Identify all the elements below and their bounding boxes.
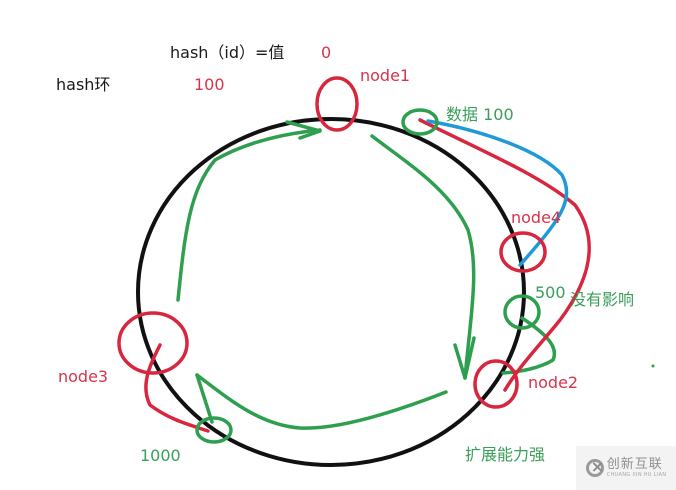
node4-marker — [499, 231, 547, 273]
node3-marker — [117, 311, 189, 375]
data-1000-marker — [195, 416, 233, 444]
node2-marker — [473, 359, 519, 409]
data-500-marker — [503, 294, 541, 330]
node4-label: node4 — [511, 208, 562, 227]
ring-title: hash环 — [56, 75, 111, 94]
node1-label: node1 — [360, 66, 411, 85]
watermark-en: CHUANG XIN HU LIAN — [606, 472, 667, 478]
no-impact-annotation: 没有影响 — [570, 290, 635, 309]
data-100-marker — [401, 108, 439, 136]
scalability-annotation: 扩展能力强 — [465, 445, 546, 464]
value-hundred-label: 100 — [194, 75, 225, 94]
node3-label: node3 — [58, 367, 109, 386]
data-500-label: 500 — [535, 283, 566, 302]
remap-path — [426, 119, 569, 267]
node-markers — [117, 76, 547, 409]
flow-arrows — [176, 120, 655, 430]
node2-label: node2 — [528, 373, 579, 392]
hash-ring — [136, 117, 526, 467]
watermark-cn: 创新互联 — [606, 457, 663, 472]
data-1000-label: 1000 — [140, 446, 181, 465]
data-routing-paths — [144, 118, 591, 433]
data-markers — [195, 108, 541, 444]
node1-marker — [315, 76, 359, 132]
watermark: 创新互联 CHUANG XIN HU LIAN — [576, 446, 676, 490]
value-zero-label: 0 — [321, 43, 332, 62]
brand-logo-icon — [585, 457, 604, 477]
formula-label: hash（id）=值 — [170, 43, 285, 62]
data-100-label: 数据 100 — [446, 105, 514, 124]
